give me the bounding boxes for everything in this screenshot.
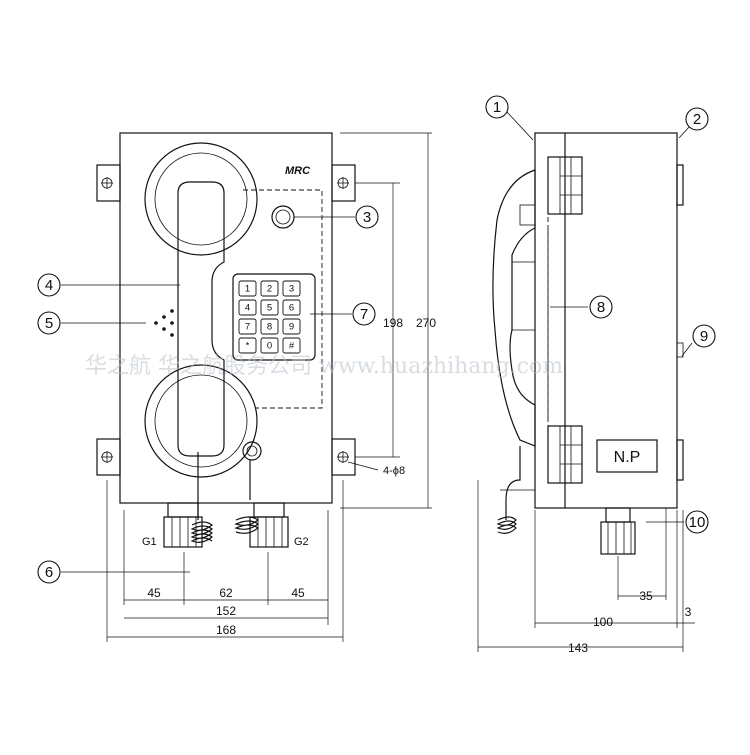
handset-cradle-top — [144, 142, 258, 256]
gland-label-g2: G2 — [294, 536, 309, 548]
gland-label-g1: G1 — [142, 536, 157, 548]
mounting-tab-bottom-left — [96, 438, 121, 476]
nameplate — [596, 439, 658, 473]
callout-number: 1 — [493, 99, 501, 116]
callout-circle — [355, 205, 379, 229]
face-gland — [242, 441, 262, 461]
callout-number: 5 — [45, 315, 53, 332]
dim-height-outer: 270 — [416, 316, 436, 330]
cable-gland-g2 — [249, 502, 289, 548]
keypad-key — [238, 299, 257, 316]
cable-gland-g1 — [163, 502, 203, 548]
brand-logo: MRC — [285, 165, 311, 177]
watermark: 华之航 华之航股务公司 www.huazhihang.com — [85, 354, 563, 379]
dim-side-offset: 3 — [685, 605, 692, 619]
keypad-key — [282, 299, 301, 316]
keypad-key — [260, 280, 279, 297]
keypad-key — [260, 318, 279, 335]
keypad-keys: 1 2 3 4 5 6 7 8 9 * 0 # — [238, 280, 301, 354]
handset-hook — [519, 204, 536, 226]
callout-number: 3 — [363, 209, 371, 226]
side-view: N.P 35 100 3 143 — [477, 132, 695, 655]
keypad-frame — [232, 273, 316, 361]
callout-number: 7 — [360, 306, 368, 323]
keypad-key-label: * — [246, 341, 250, 352]
keypad-key — [260, 299, 279, 316]
keypad-key — [260, 337, 279, 354]
keypad-key-label: 8 — [267, 322, 272, 333]
dim-height-inner: 198 — [383, 316, 403, 330]
callout-circle — [37, 273, 61, 297]
side-body — [534, 132, 678, 509]
dim-width-outer: 168 — [216, 623, 236, 637]
hinge-top — [547, 156, 583, 215]
handset — [177, 181, 225, 457]
callout-circle — [485, 95, 509, 119]
keypad-key — [238, 318, 257, 335]
side-dimensions — [477, 480, 695, 652]
dim-width-inner: 152 — [216, 604, 236, 618]
callout-leaders — [61, 111, 693, 573]
front-body — [119, 132, 333, 504]
hinge-bottom — [547, 425, 583, 484]
coiled-cord-right — [234, 460, 259, 534]
front-right-dimensions — [340, 132, 432, 509]
dim-bottom-mid: 62 — [219, 586, 233, 600]
keypad-key-label: 2 — [267, 284, 272, 295]
mounting-tab-top-left — [96, 164, 121, 202]
keypad-key-label: 6 — [289, 303, 294, 314]
keypad-key — [238, 337, 257, 354]
nameplate-label: N.P — [614, 449, 641, 466]
coiled-cord-left — [190, 452, 213, 543]
side-detail — [676, 342, 684, 358]
keypad-key — [282, 280, 301, 297]
keypad-key-label: 3 — [289, 284, 294, 295]
keypad-key-label: 9 — [289, 322, 294, 333]
keypad-outline-dashed — [243, 189, 323, 409]
callout-circle — [37, 560, 61, 584]
speaker-grille — [154, 309, 174, 337]
mounting-tab-bottom-right — [331, 438, 356, 476]
callout-circle — [685, 510, 709, 534]
callout-number: 6 — [45, 564, 53, 581]
keypad-key — [238, 280, 257, 297]
keypad-key-label: # — [289, 341, 295, 352]
keypad-key-label: 5 — [267, 303, 272, 314]
callout-circle — [692, 324, 716, 348]
dim-bottom-left: 45 — [147, 586, 161, 600]
dim-side-depth: 100 — [593, 615, 613, 629]
keypad-key-label: 7 — [245, 322, 250, 333]
callout-circle — [37, 311, 61, 335]
mounting-tab-top-right — [331, 164, 356, 202]
callout-number: 4 — [45, 277, 53, 294]
callout-circle — [685, 107, 709, 131]
keypad-key-label: 0 — [267, 341, 272, 352]
keypad-key-label: 4 — [245, 303, 250, 314]
function-button — [271, 205, 295, 229]
handset-side — [492, 169, 536, 447]
keypad-key-label: 1 — [245, 284, 250, 295]
callout-number: 8 — [597, 299, 605, 316]
keypad-key — [282, 337, 301, 354]
callout-number: 10 — [689, 514, 706, 531]
dim-side-gland: 35 — [639, 589, 653, 603]
front-bottom-dimensions — [106, 480, 344, 642]
callout-number: 2 — [693, 111, 701, 128]
handset-cradle-bottom — [144, 364, 258, 478]
dim-bottom-right: 45 — [291, 586, 305, 600]
callout-circle — [589, 295, 613, 319]
dim-holes: 4-ϕ8 — [383, 465, 405, 477]
side-cable-gland — [600, 507, 636, 555]
keypad-key — [282, 318, 301, 335]
dim-side-total: 143 — [568, 641, 588, 655]
callout-number: 9 — [700, 328, 708, 345]
callout-circle — [352, 302, 376, 326]
